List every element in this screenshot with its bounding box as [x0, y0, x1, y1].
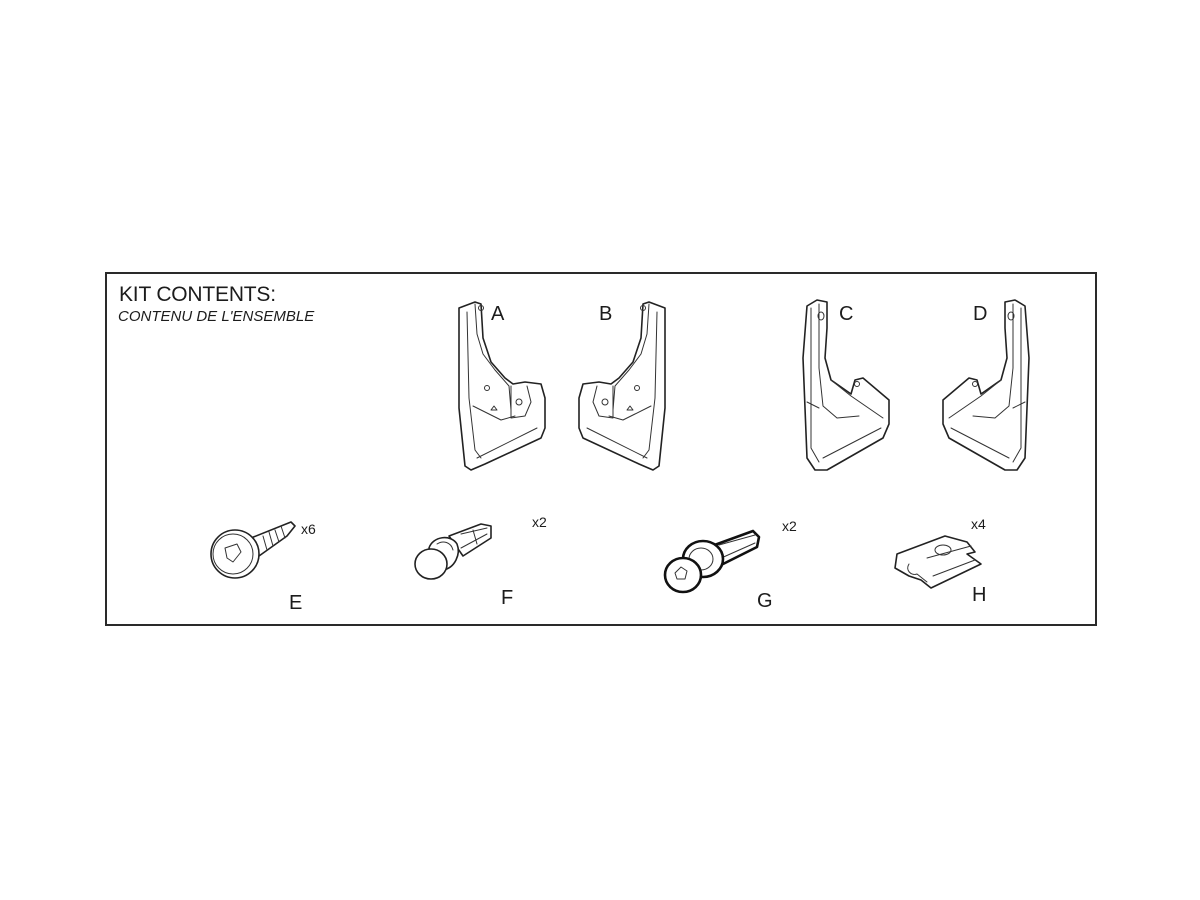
- part-c: [797, 298, 897, 473]
- part-g-quantity: x2: [782, 518, 797, 534]
- mud-flap-c-icon: [802, 299, 890, 471]
- part-d: [935, 298, 1035, 473]
- part-h: [887, 524, 992, 596]
- push-clip-icon: [414, 523, 492, 580]
- u-nut-clip-icon: [894, 535, 982, 589]
- part-d-label: D: [973, 303, 988, 325]
- mud-flap-d-icon: [942, 299, 1030, 471]
- part-f-label: F: [501, 587, 514, 609]
- part-a: [445, 298, 555, 473]
- kit-contents-panel: KIT CONTENTS: CONTENU DE L'ENSEMBLE A: [105, 272, 1097, 626]
- part-g: [657, 519, 767, 599]
- part-a-label: A: [491, 303, 505, 325]
- part-b: [569, 298, 679, 473]
- part-f: [407, 514, 507, 589]
- part-e: [203, 512, 303, 582]
- part-h-quantity: x4: [971, 516, 986, 532]
- kit-contents-title: KIT CONTENTS:: [119, 283, 276, 306]
- mud-flap-a-icon: [458, 301, 546, 471]
- part-e-label: E: [289, 592, 303, 614]
- bolt-washer-icon: [663, 529, 761, 594]
- part-b-label: B: [599, 303, 613, 325]
- part-f-quantity: x2: [532, 514, 547, 530]
- part-e-quantity: x6: [301, 521, 316, 537]
- part-h-label: H: [972, 584, 987, 606]
- part-c-label: C: [839, 303, 854, 325]
- part-g-label: G: [757, 590, 773, 612]
- screw-icon: [210, 521, 296, 579]
- kit-contents-subtitle: CONTENU DE L'ENSEMBLE: [118, 308, 315, 325]
- mud-flap-b-icon: [578, 301, 666, 471]
